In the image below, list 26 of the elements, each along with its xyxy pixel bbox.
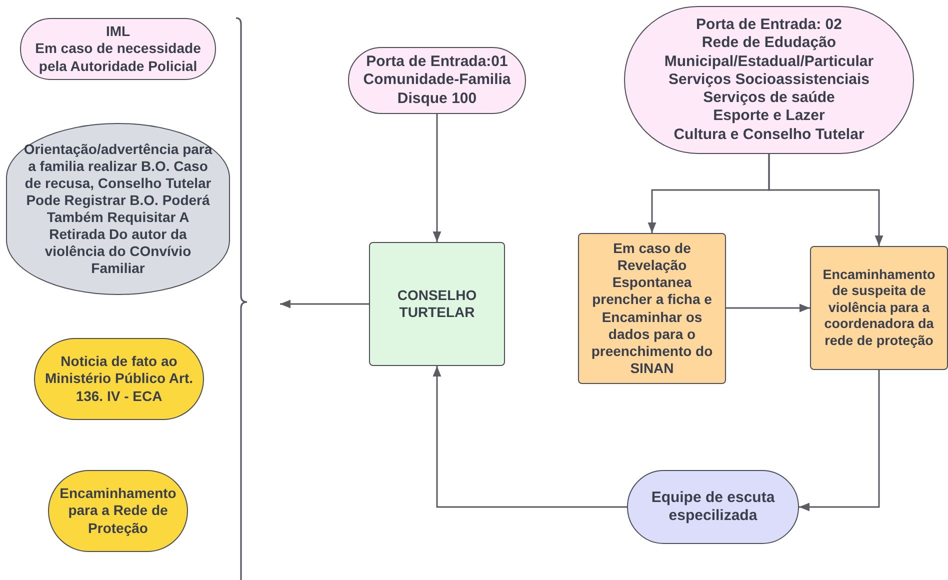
arrow bbox=[799, 370, 880, 512]
node-text: Serviços de saúde bbox=[703, 89, 835, 108]
node-text: Em caso de Revelação Espontanea prencher a ficha e Encaminhar os dados para o preenchimento do SINAN bbox=[590, 240, 714, 377]
node-text: Rede de Edudação bbox=[702, 34, 836, 53]
node-text: Encaminhamento de suspeita de violência para a coordenadora da rede de proteção bbox=[822, 266, 936, 350]
node-text: IML bbox=[106, 23, 130, 40]
arrow bbox=[726, 304, 810, 312]
node-text: Esporte e Lazer bbox=[713, 107, 825, 126]
node-text: Noticia de fato ao Ministério Público Art. 136. IV - ECA bbox=[44, 353, 194, 405]
arrow bbox=[432, 114, 442, 242]
node-text: Serviços Socioassistenciais bbox=[668, 70, 870, 90]
arrow bbox=[768, 154, 884, 246]
node-text: Em caso de necessidade pela Autoridade Policial bbox=[34, 40, 202, 75]
process-box bbox=[810, 246, 948, 370]
node-text: Municipal/Estadual/Particular bbox=[664, 52, 874, 71]
node-text: Equipe de escuta especilizada bbox=[650, 488, 776, 526]
arrow bbox=[432, 366, 627, 508]
node-text: Orientação/advertência para a familia realizar B.O. Caso de recusa, Conselho Tutelar Pode Registrar B.O. Poderá Também Requisitar A Retirada Do autor da violência do COnvívio Familiar bbox=[22, 140, 214, 278]
node-text: Cultura e Conselho Tutelar bbox=[674, 126, 864, 144]
node-text: CONSELHO TURTELAR bbox=[396, 286, 478, 322]
arrow bbox=[280, 300, 369, 308]
process-box bbox=[369, 242, 505, 366]
process-box bbox=[578, 233, 726, 384]
node-text: Encaminhamento para a Rede de Proteção bbox=[58, 485, 178, 537]
node-text: Porta de Entrada:01 Comunidade-Familia Disque 100 bbox=[362, 53, 512, 108]
node-text: Porta de Entrada: 02 bbox=[696, 16, 842, 34]
